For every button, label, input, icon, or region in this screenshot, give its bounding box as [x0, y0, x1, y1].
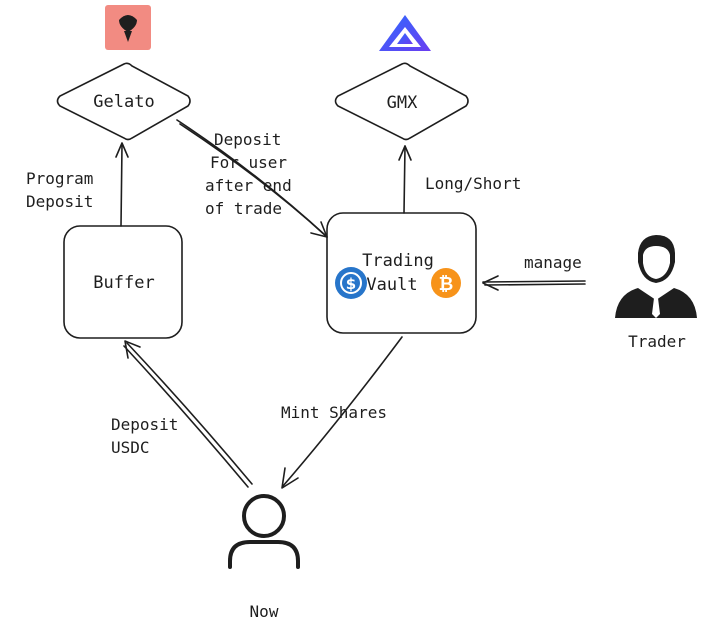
program-deposit-label-line1: Program [26, 169, 93, 188]
usdc-coin-icon: $ [335, 267, 367, 299]
deposit-usdc-label-line2: USDC [111, 438, 150, 457]
gelato-logo-icon [105, 5, 151, 50]
trader-label: Trader [628, 332, 686, 351]
deposit-for-user-label-line1: Deposit [214, 130, 281, 149]
deposit-usdc-arrow [123, 340, 253, 488]
user-label: Now [250, 602, 279, 621]
mint-shares-arrow [281, 336, 403, 489]
gelato-label: Gelato [93, 92, 154, 112]
buffer-label: Buffer [93, 273, 154, 293]
user-outline-icon [228, 494, 300, 569]
buffer-node: Buffer [63, 225, 183, 339]
trading-vault-node: Trading Vault $ ₿ [326, 212, 477, 334]
long-short-label: Long/Short [425, 174, 521, 193]
deposit-for-user-label-line3: after end [205, 176, 292, 195]
gmx-logo-icon [379, 15, 431, 51]
program-deposit-label-line2: Deposit [26, 192, 93, 211]
deposit-for-user-label-line2: For user [210, 153, 287, 172]
vault-label-line2: Vault [366, 275, 417, 295]
deposit-usdc-label-line1: Deposit [111, 415, 178, 434]
svg-text:₿: ₿ [439, 274, 454, 295]
vault-label-line1: Trading [362, 251, 434, 271]
svg-text:$: $ [346, 275, 356, 293]
deposit-for-user-label-line4: of trade [205, 199, 282, 218]
manage-label: manage [524, 253, 582, 272]
gelato-node: Gelato [56, 62, 191, 141]
bitcoin-coin-icon: ₿ [431, 268, 461, 298]
long-short-arrow [398, 145, 412, 214]
mint-shares-label: Mint Shares [281, 403, 387, 422]
gmx-label: GMX [387, 93, 418, 113]
program-deposit-arrow [115, 142, 129, 227]
manage-arrow [482, 275, 586, 291]
gmx-node: GMX [334, 62, 469, 141]
deposit-for-user-arrow [176, 119, 328, 238]
businessman-icon [615, 235, 697, 318]
